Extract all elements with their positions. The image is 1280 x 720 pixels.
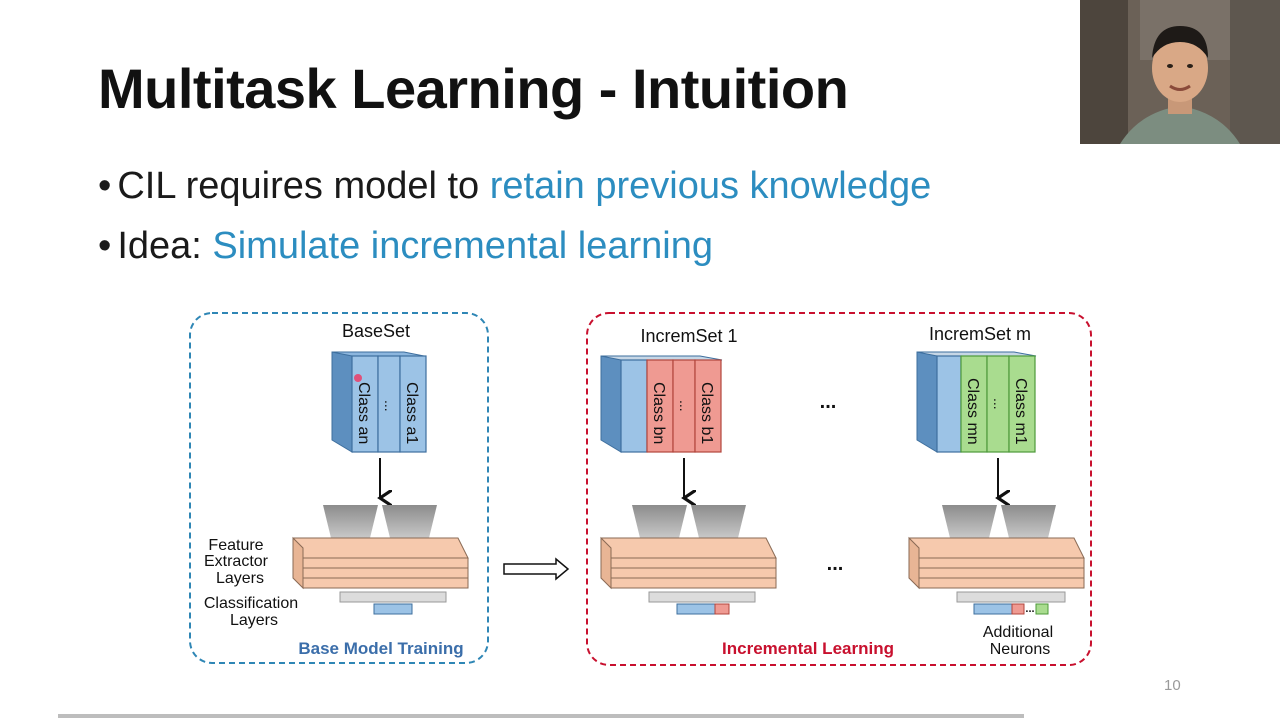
ellipsis-middle: ... [827, 553, 844, 575]
base-panel-caption: Base Model Training [298, 639, 463, 658]
transition-arrow [503, 557, 570, 581]
slide-title: Multitask Learning - Intuition [98, 57, 849, 120]
baseset-stack: Class an ... Class a1 [331, 351, 427, 453]
incremsetm-label: IncremSet m [929, 324, 1031, 344]
class-an-label: Class an [355, 382, 372, 444]
bullet-dot: • [98, 225, 112, 267]
class-m1-label: Class m1 [1012, 378, 1029, 445]
class-dots: ... [677, 400, 693, 412]
incremental-model-block-1 [600, 505, 777, 615]
layers-label: Layers [216, 570, 264, 587]
incremsetm-stack: Class mn ... Class m1 [916, 351, 1037, 453]
additional-label: Additional [983, 624, 1053, 641]
incremset1-label: IncremSet 1 [640, 326, 737, 346]
presentation-progress-bar [58, 714, 1024, 718]
ellipsis-top: ... [820, 391, 837, 413]
baseset-label: BaseSet [342, 321, 410, 341]
page-number: 10 [1164, 677, 1181, 694]
bullet-highlight: retain previous knowledge [489, 165, 932, 207]
incremental-panel-border [586, 312, 1092, 666]
bullet-highlight: Simulate incremental learning [212, 225, 713, 267]
neurons-ellipsis: ... [1025, 603, 1034, 615]
incremset1-stack: Class bn ... Class b1 [600, 355, 723, 453]
class-mn-label: Class mn [964, 378, 981, 445]
class-b1-label: Class b1 [698, 382, 715, 444]
class-dots: ... [382, 400, 398, 412]
bullet-text: Idea: [117, 225, 213, 267]
base-model-block [292, 505, 469, 615]
neurons-label: Neurons [990, 641, 1050, 658]
class-dots: ... [991, 398, 1007, 410]
feature-label: Feature [208, 537, 263, 554]
bullet-dot: • [98, 165, 112, 207]
class-a1-label: Class a1 [403, 382, 420, 444]
architecture-diagram: BaseSet Class an ... Class a1 Feature Ex… [189, 312, 1092, 666]
class-bn-label: Class bn [650, 382, 667, 444]
bullet-text: CIL requires model to [117, 165, 490, 207]
bullet-item: •CIL requires model to retain previous k… [98, 162, 931, 222]
extractor-label: Extractor [204, 553, 269, 570]
bullet-list: •CIL requires model to retain previous k… [98, 162, 931, 282]
incremental-model-block-m [908, 505, 1085, 615]
classification-label: Classification [204, 595, 298, 612]
webcam-video [1080, 0, 1280, 144]
classification-layers-label: Layers [230, 612, 278, 629]
bullet-item: •Idea: Simulate incremental learning [98, 222, 931, 282]
incremental-panel-caption: Incremental Learning [722, 639, 894, 658]
base-panel-border [189, 312, 489, 664]
